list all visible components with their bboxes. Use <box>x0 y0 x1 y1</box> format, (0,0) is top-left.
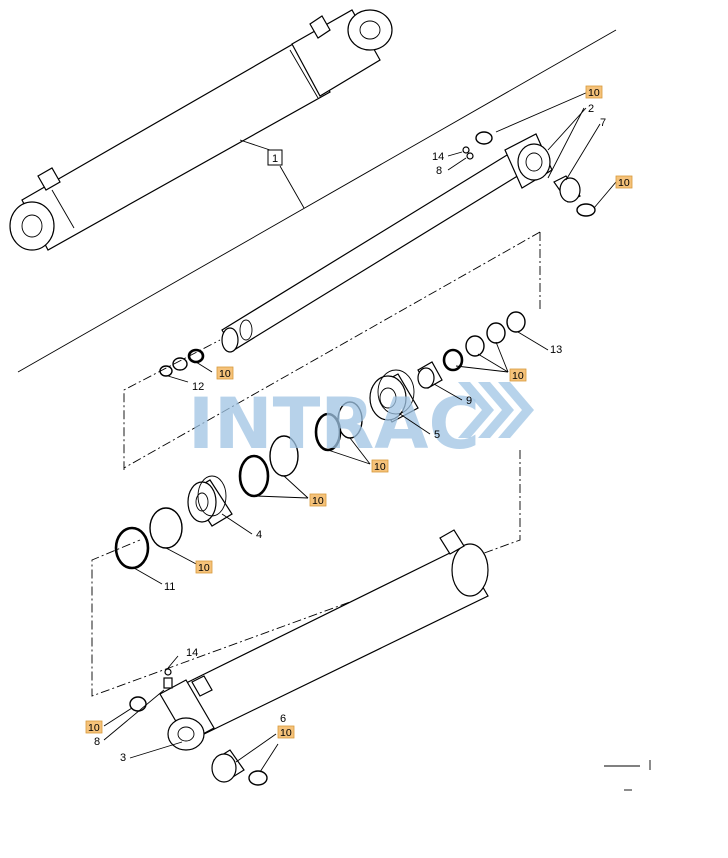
callout-13: 13 <box>550 344 562 356</box>
callout-10-h: 10 <box>85 720 103 734</box>
bushing-6 <box>211 749 268 786</box>
callout-10-e-text: 10 <box>374 461 386 473</box>
assembled-cylinder <box>9 9 393 251</box>
watermark: INTRAC <box>188 382 534 465</box>
callout-10-e: 10 <box>371 459 389 473</box>
callout-10-c: 10 <box>216 366 234 380</box>
callout-2: 2 <box>588 103 594 115</box>
callout-10-h-text: 10 <box>88 722 100 734</box>
callout-8-lower: 8 <box>94 736 100 748</box>
rings-11-group <box>114 507 183 570</box>
callout-14-lower: 14 <box>186 647 198 659</box>
divider-line <box>17 29 617 373</box>
leader-lines <box>103 91 617 773</box>
callout-1: 1 <box>267 149 283 166</box>
callout-10-f: 10 <box>309 493 327 507</box>
grease-fitting-lower <box>163 668 173 689</box>
piston-5 <box>369 369 419 423</box>
callout-10-i-text: 10 <box>280 727 292 739</box>
callout-1-text: 1 <box>272 153 278 165</box>
callout-14-upper: 14 <box>432 151 444 163</box>
assembly-centerline <box>91 231 541 697</box>
ring-10-upper <box>475 131 493 145</box>
grease-fitting-upper <box>462 146 474 160</box>
rings-12-group <box>159 348 205 377</box>
callout-5: 5 <box>434 429 440 441</box>
bushing-7 <box>553 175 596 217</box>
callout-7: 7 <box>600 117 606 129</box>
piston-4 <box>187 475 233 527</box>
callout-8-upper: 8 <box>436 165 442 177</box>
ring-10-lower <box>129 696 147 712</box>
spacer-9 <box>417 361 443 389</box>
callout-10-d: 10 <box>509 368 527 382</box>
callout-3: 3 <box>120 752 126 764</box>
callout-10-a: 10 <box>585 85 603 99</box>
callout-10-f-text: 10 <box>312 495 324 507</box>
stray-marks <box>604 760 651 791</box>
cylinder-barrel <box>159 529 489 751</box>
callout-11: 11 <box>164 581 175 593</box>
callout-10-g: 10 <box>195 560 213 574</box>
callout-12: 12 <box>192 381 204 393</box>
callout-10-c-text: 10 <box>219 368 231 380</box>
watermark-text: INTRAC <box>188 383 480 465</box>
callout-10-b: 10 <box>615 175 633 189</box>
callout-10-i: 10 <box>277 725 295 739</box>
callout-10-b-text: 10 <box>618 177 630 189</box>
seal-rings-13-group <box>442 311 526 372</box>
callout-9: 9 <box>466 395 472 407</box>
rings-10-mid <box>238 401 363 498</box>
callout-4: 4 <box>256 529 262 541</box>
callout-10-g-text: 10 <box>198 562 210 574</box>
callout-6: 6 <box>280 713 286 725</box>
callout-10-a-text: 10 <box>588 87 600 99</box>
piston-rod <box>221 133 553 353</box>
callout-10-d-text: 10 <box>512 370 524 382</box>
